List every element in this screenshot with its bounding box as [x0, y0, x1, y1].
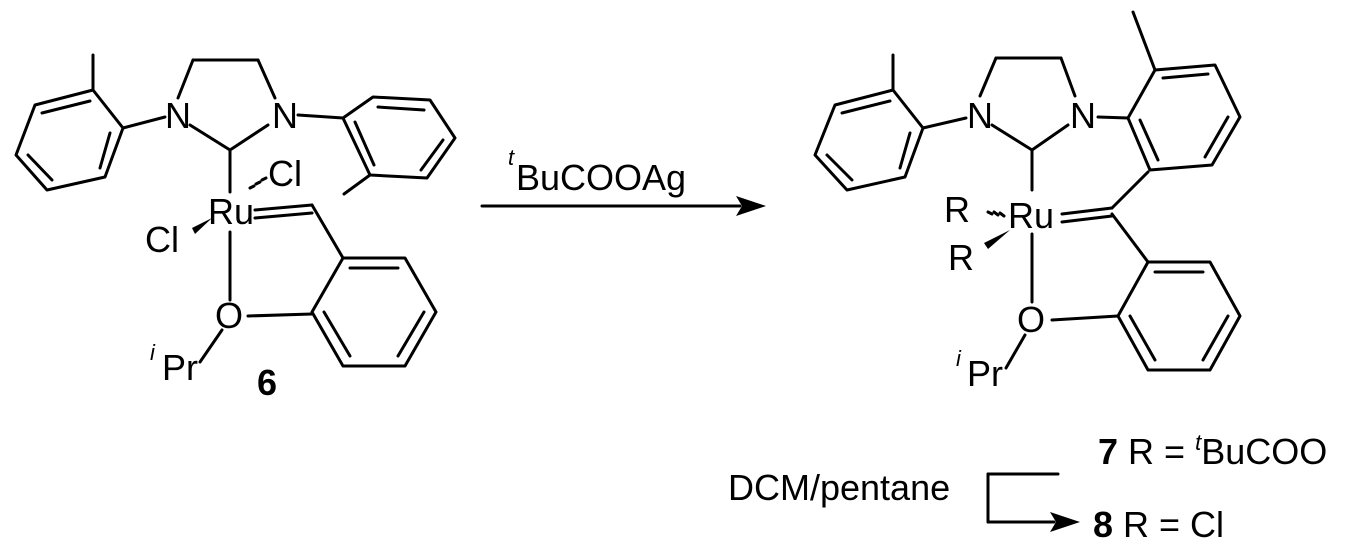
compound-label-6: 6	[257, 362, 277, 403]
compound-7-sup: t	[1195, 430, 1202, 455]
product-n-left: N	[967, 95, 993, 136]
product-n-right: N	[1070, 95, 1096, 136]
compound-7-r-eq: R =	[1118, 431, 1195, 472]
reactant-ipr-prefix: i	[150, 340, 156, 365]
conversion-arrow	[986, 472, 1080, 532]
reactant-n-left: N	[165, 95, 191, 136]
product-structure	[813, 10, 1242, 372]
product-ipr-prefix: i	[956, 346, 962, 371]
reagent-text: BuCOOAg	[516, 157, 686, 198]
reactant-structure-6	[14, 53, 457, 368]
compound-7-line: 7 R = tBuCOO	[1098, 430, 1327, 472]
reactant-cl-upper: Cl	[268, 153, 302, 194]
product-o: O	[1017, 299, 1045, 340]
compound-label-7: 7	[1098, 431, 1118, 472]
reactant-n-right: N	[272, 95, 298, 136]
compound-8-line: 8 R = Cl	[1093, 504, 1224, 545]
product-ru: Ru	[1008, 195, 1054, 236]
reagent-prefix: t	[508, 145, 515, 170]
reactant-ipr: Pr	[162, 347, 198, 388]
compound-8-r-value: R = Cl	[1113, 504, 1224, 545]
reactant-o: O	[215, 295, 243, 336]
compound-7-r-value: BuCOO	[1201, 431, 1327, 472]
product-r-upper: R	[944, 189, 970, 230]
reactant-cl-left: Cl	[145, 219, 179, 260]
product-r-lower: R	[948, 237, 974, 278]
compound-label-8: 8	[1093, 504, 1113, 545]
solvent-label: DCM/pentane	[728, 467, 950, 508]
reaction-arrow	[480, 196, 766, 216]
reactant-ru: Ru	[208, 191, 254, 232]
product-ipr: Pr	[967, 353, 1003, 394]
